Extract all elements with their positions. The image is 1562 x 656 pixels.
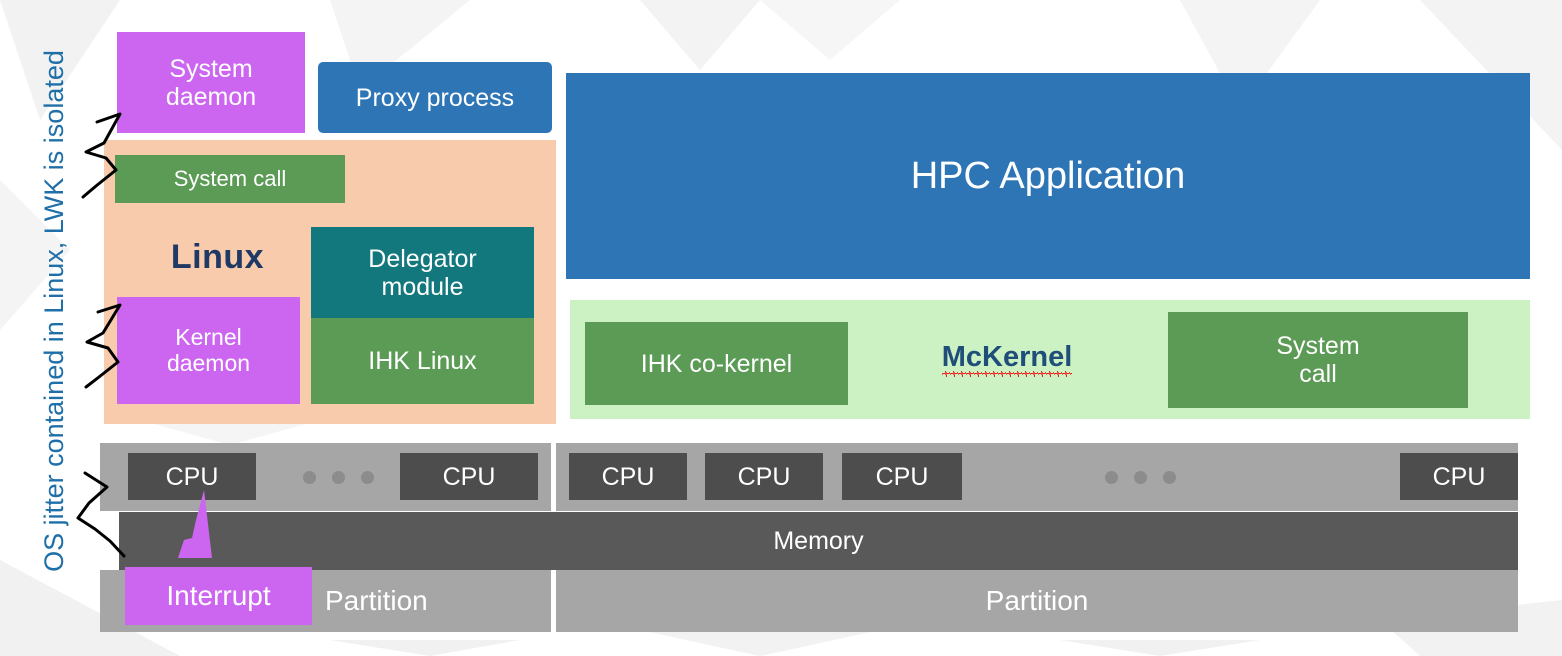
mckernel-label: McKernel [903, 334, 1111, 380]
cpu-box-right[interactable]: CPU [842, 453, 962, 500]
hpc-application-box[interactable]: HPC Application [566, 73, 1530, 279]
system-daemon-box[interactable]: System daemon [117, 32, 305, 133]
delegator-module-box[interactable]: Delegator module [311, 227, 534, 318]
cpu-box-left[interactable]: CPU [400, 453, 538, 500]
ihk-linux-box[interactable]: IHK Linux [311, 318, 534, 404]
ellipsis-dot [361, 470, 374, 484]
ellipsis-dot [1105, 470, 1118, 484]
cpu-ellipsis-right [1105, 470, 1176, 484]
right-partition-row [556, 570, 1518, 632]
ellipsis-dot [1134, 470, 1147, 484]
ellipsis-dot [303, 470, 316, 484]
cpu-box-right[interactable]: CPU [705, 453, 823, 500]
kernel-daemon-box[interactable]: Kernel daemon [117, 297, 300, 404]
right-partition-cpu-row [556, 443, 1518, 511]
linux-label: Linux [170, 237, 265, 276]
mckernel-system-call-box[interactable]: System call [1168, 312, 1468, 408]
cpu-box-left[interactable]: CPU [128, 453, 256, 500]
cpu-box-right[interactable]: CPU [569, 453, 687, 500]
proxy-process-box[interactable]: Proxy process [318, 62, 552, 133]
ihk-cokernel-box[interactable]: IHK co-kernel [585, 322, 848, 405]
side-caption: OS jitter contained in Linux, LWK is iso… [38, 50, 69, 572]
interrupt-callout[interactable]: Interrupt [125, 567, 312, 625]
linux-system-call-box[interactable]: System call [115, 155, 345, 203]
memory-bar: Memory [119, 512, 1518, 570]
cpu-box-right[interactable]: CPU [1400, 453, 1518, 500]
right-partition-label: Partition [985, 585, 1089, 616]
ellipsis-dot [1163, 470, 1176, 484]
ellipsis-dot [332, 470, 345, 484]
cpu-ellipsis-left [303, 470, 374, 484]
left-partition-label: Partition [325, 585, 428, 616]
interrupt-pointer [178, 490, 212, 558]
mckernel-label-text: McKernel [941, 340, 1073, 377]
